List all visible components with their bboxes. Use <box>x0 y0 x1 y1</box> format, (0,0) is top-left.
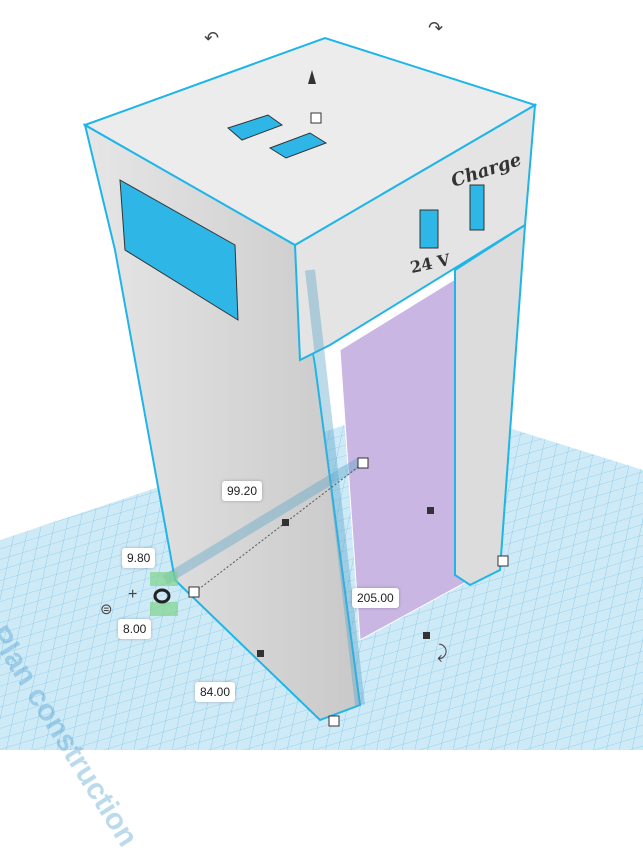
nudge-handle[interactable] <box>150 602 178 616</box>
top-port-1 <box>226 114 284 141</box>
rotate-arrow-icon[interactable]: ↶ <box>204 28 220 48</box>
top-port-2 <box>268 132 328 159</box>
switch-slot <box>419 209 439 249</box>
width-dimension[interactable]: 84.00 <box>195 682 236 702</box>
handles[interactable] <box>150 112 509 727</box>
handle[interactable] <box>357 457 369 469</box>
side-window <box>119 179 239 321</box>
3d-viewport[interactable] <box>0 0 643 750</box>
move-plus-icon[interactable]: + <box>128 586 138 603</box>
depth-dimension[interactable]: 99.20 <box>222 481 263 501</box>
handle[interactable] <box>310 112 322 124</box>
rotate-origin-icon[interactable] <box>153 588 171 604</box>
offset-dimension-a[interactable]: 9.80 <box>122 548 156 568</box>
rotate-arrow-icon[interactable]: ⤸ <box>437 642 448 662</box>
offset-dimension-b[interactable]: 8.00 <box>118 619 152 639</box>
cone-marker <box>308 70 316 84</box>
box-model[interactable] <box>82 36 538 722</box>
handle[interactable] <box>328 715 340 727</box>
height-dimension[interactable]: 205.00 <box>352 588 399 608</box>
charge-slot <box>469 184 485 231</box>
handle[interactable] <box>497 555 509 567</box>
nudge-handle[interactable] <box>150 572 178 586</box>
rotate-arrow-icon[interactable]: ↷ <box>428 18 444 38</box>
lock-ellipse-icon[interactable]: ⊜ <box>100 601 113 618</box>
handle[interactable] <box>188 586 200 598</box>
